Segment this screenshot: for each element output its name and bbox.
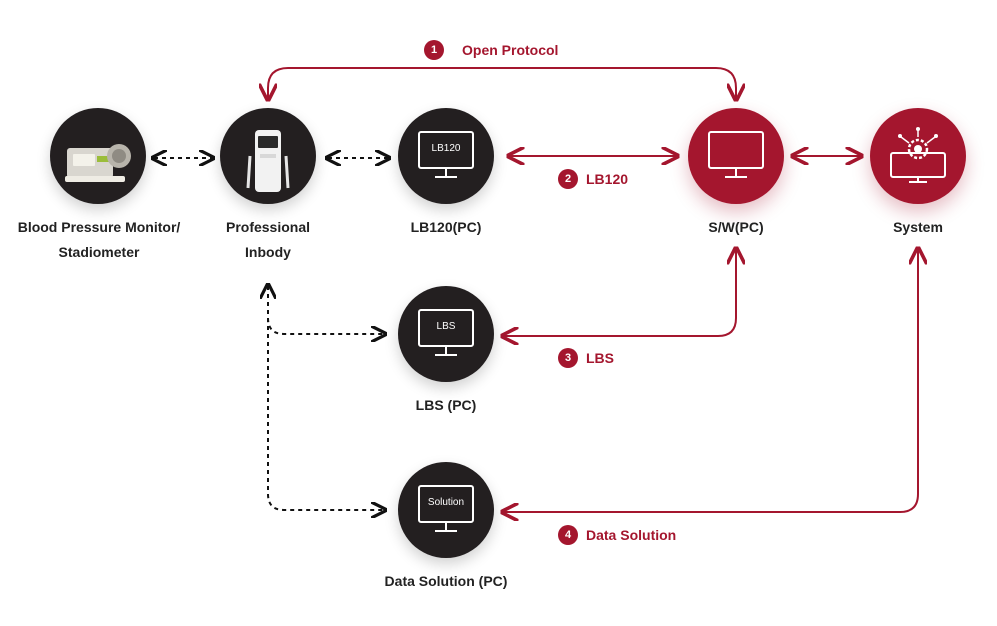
inbody-node [220, 108, 316, 204]
monitor-icon [418, 309, 474, 356]
sw-label: S/W(PC) [708, 219, 764, 235]
inbody-scale-icon [246, 130, 290, 192]
inbody-lbs-dashed-arrow [268, 286, 384, 334]
lbs-arrow [504, 250, 736, 336]
step-label: Open Protocol [462, 42, 559, 58]
monitor-icon [418, 485, 474, 532]
gear-monitor-icon [890, 127, 946, 183]
bp-monitor-device-icon [65, 144, 131, 182]
solution-node: Solution [398, 462, 494, 558]
step-lb120: 2 LB120 [558, 169, 628, 189]
inbody-label-line2: Inbody [245, 244, 291, 260]
step-data-solution: 4 Data Solution [558, 525, 676, 545]
step-label: LBS [586, 350, 614, 366]
solution-screen-text: Solution [427, 497, 465, 508]
solution-label: Data Solution (PC) [384, 573, 508, 589]
step-label: Data Solution [586, 527, 677, 543]
step-number-badge: 1 [424, 40, 444, 60]
lbs-screen-text: LBS [436, 321, 456, 332]
step-open-protocol: 1 Open Protocol [424, 40, 558, 60]
step-number-badge: 2 [558, 169, 578, 189]
bp-monitor-label: Blood Pressure Monitor/ Stadiometer [8, 215, 190, 265]
step-lbs: 3 LBS [558, 348, 614, 368]
lbs-node: LBS [398, 286, 494, 382]
inbody-solution-dashed-arrow [267, 318, 384, 510]
lb120-label: LB120(PC) [410, 219, 482, 235]
inbody-label-line1: Professional [225, 219, 311, 235]
lb120-node: LB120 [398, 108, 494, 204]
step-label: LB120 [586, 171, 629, 187]
lb120-screen-text: LB120 [431, 143, 461, 154]
bp-monitor-node [50, 108, 146, 204]
monitor-icon [708, 131, 764, 178]
data-solution-arrow [504, 250, 918, 512]
step-number-badge: 4 [558, 525, 578, 545]
monitor-icon [418, 131, 474, 178]
system-label: System [893, 219, 943, 235]
bp-monitor-label-line1: Blood Pressure Monitor/ [17, 219, 181, 235]
open-protocol-arrow [268, 67, 736, 98]
step-number-badge: 3 [558, 348, 578, 368]
sw-node [688, 108, 784, 204]
inbody-label: Professional Inbody [208, 215, 328, 265]
lbs-label: LBS (PC) [415, 397, 477, 413]
system-node [870, 108, 966, 204]
bp-monitor-label-line2: Stadiometer [58, 244, 140, 260]
